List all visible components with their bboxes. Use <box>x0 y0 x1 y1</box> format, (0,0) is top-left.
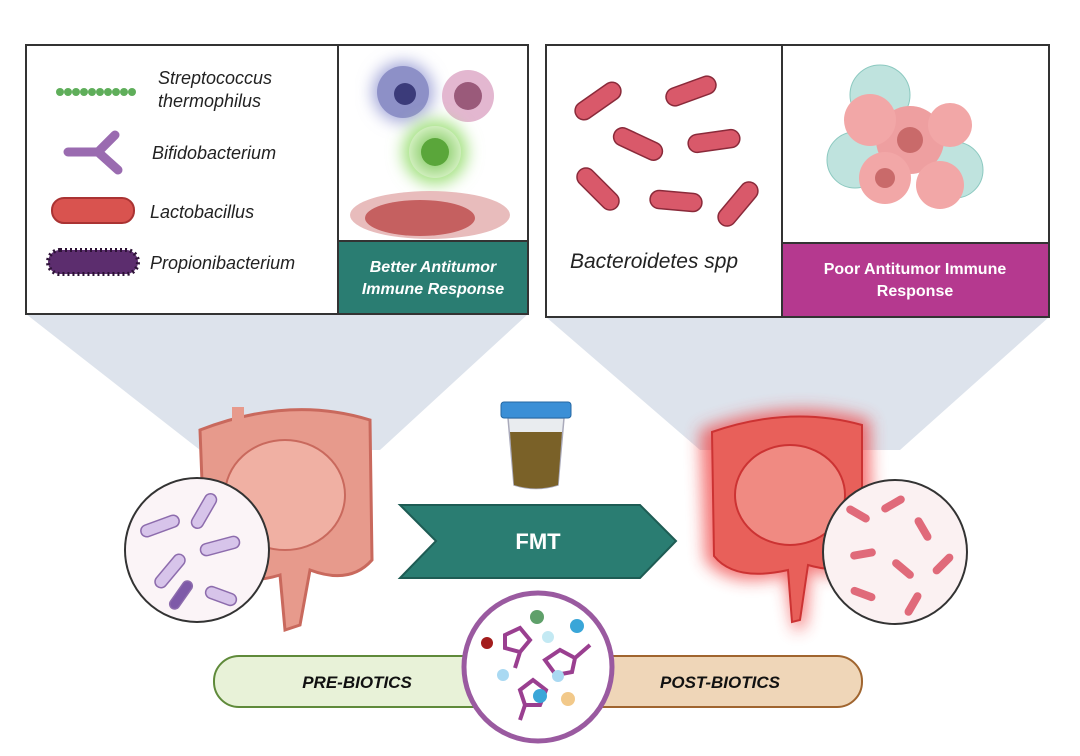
prebiotics-label: PRE-BIOTICS <box>302 673 412 692</box>
bacteroidetes-icons <box>574 75 759 227</box>
immune-cells-illustration <box>350 62 510 239</box>
right-zoom-projection <box>546 317 1049 450</box>
stool-sample-jar-icon <box>500 401 572 490</box>
bacteroidetes-label: Bacteroidetes spp <box>570 250 738 273</box>
dysbiosis-microbiome-circle <box>822 479 968 625</box>
healthy-microbiome-panel: Streptococcus thermophilus Bifidobacteri… <box>25 44 529 315</box>
poor-response-line2: Response <box>877 283 954 300</box>
legend-label-propionibacterium: Propionibacterium <box>150 253 295 273</box>
poor-response-label-box <box>781 242 1050 318</box>
branched-bacterium-icon <box>63 130 123 175</box>
better-response-line1: Better Antitumor <box>370 259 497 276</box>
poor-response-line1: Poor Antitumor Immune <box>824 261 1007 278</box>
svg-text:Streptococcus: Streptococcus <box>158 68 272 88</box>
chain-bacterium-icon <box>56 88 136 96</box>
postbiotics-label: POST-BIOTICS <box>660 673 781 692</box>
legend-label-bifidobacterium: Bifidobacterium <box>152 143 276 163</box>
legend-label-streptococcus: Streptococcus <box>158 68 272 88</box>
better-response-line2: Immune Response <box>362 281 504 298</box>
tumor-cells-illustration <box>826 64 984 209</box>
rod-bacterium-icon <box>51 197 135 224</box>
svg-text:thermophilus: thermophilus <box>158 91 261 111</box>
legend-label-streptococcus-species: thermophilus <box>158 91 261 111</box>
healthy-microbiome-circle <box>124 477 270 623</box>
legend-label-lactobacillus: Lactobacillus <box>150 202 254 222</box>
hairy-rod-bacterium-icon <box>46 248 140 276</box>
dysbiosis-panel: Bacteroidetes spp Poor Antitumor Immune … <box>545 44 1050 318</box>
fmt-label: FMT <box>515 529 561 554</box>
inflamed-gut-icon <box>700 409 872 632</box>
left-zoom-projection <box>26 314 528 450</box>
better-response-label-box <box>337 240 529 315</box>
metabolites-circle <box>461 590 615 744</box>
fmt-arrow <box>397 504 678 579</box>
